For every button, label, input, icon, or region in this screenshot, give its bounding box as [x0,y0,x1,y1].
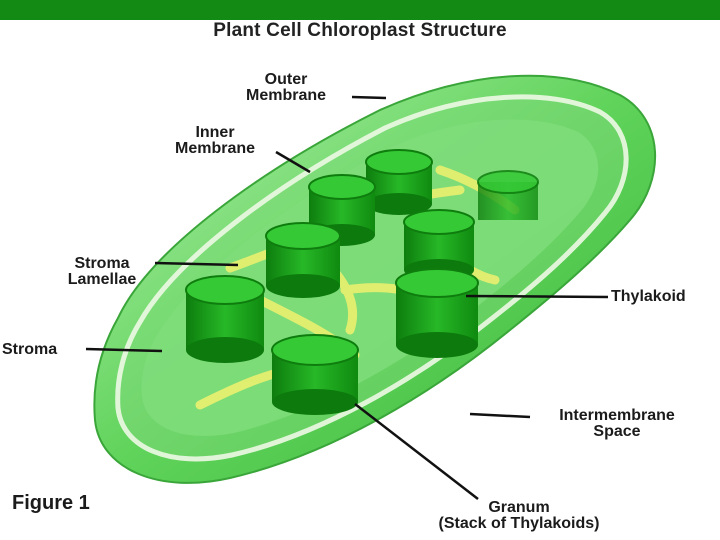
granum-stack [185,275,265,363]
label-intermembrane-space-line2: Space [593,423,641,440]
leader-intermembrane-space [469,412,531,419]
label-stroma-lamellae: Stroma Lamellae [50,256,154,288]
label-thylakoid: Thylakoid [611,288,686,305]
label-granum-line2: (Stack of Thylakoids) [438,515,600,532]
leader-granum [354,403,479,500]
grana [185,149,539,415]
leader-thylakoid [465,294,609,299]
label-granum-line1: Granum [488,499,550,516]
label-stroma-lamellae-line2: Lamellae [67,271,137,288]
label-intermembrane-space: Intermembrane Space [530,408,704,440]
granum-stack [271,334,359,415]
label-granum: Granum (Stack of Thylakoids) [398,500,640,532]
granum-stack [365,149,433,215]
leader-outer-membrane [351,95,387,100]
label-inner-membrane-line2: Membrane [174,140,256,157]
granum-stack [395,268,479,358]
label-stroma: Stroma [2,341,58,358]
granum-stack [265,222,341,298]
label-intermembrane-space-line1: Intermembrane [559,407,675,424]
label-stroma-lamellae-line1: Stroma [74,255,130,272]
label-outer-membrane-line2: Membrane [245,87,327,104]
label-inner-membrane: Inner Membrane [152,125,278,157]
figure-label: Figure 1 [12,492,90,514]
label-outer-membrane-line1: Outer [264,71,308,88]
leader-stroma-lamellae [154,261,239,267]
label-inner-membrane-line1: Inner [195,124,235,141]
leader-stroma [85,347,163,353]
granum-stack [477,170,539,220]
leader-lines [85,95,609,500]
diagram-title: Plant Cell Chloroplast Structure [213,20,507,41]
top-banner [0,0,720,20]
leader-inner-membrane [275,150,311,174]
label-outer-membrane: Outer Membrane [226,72,346,104]
